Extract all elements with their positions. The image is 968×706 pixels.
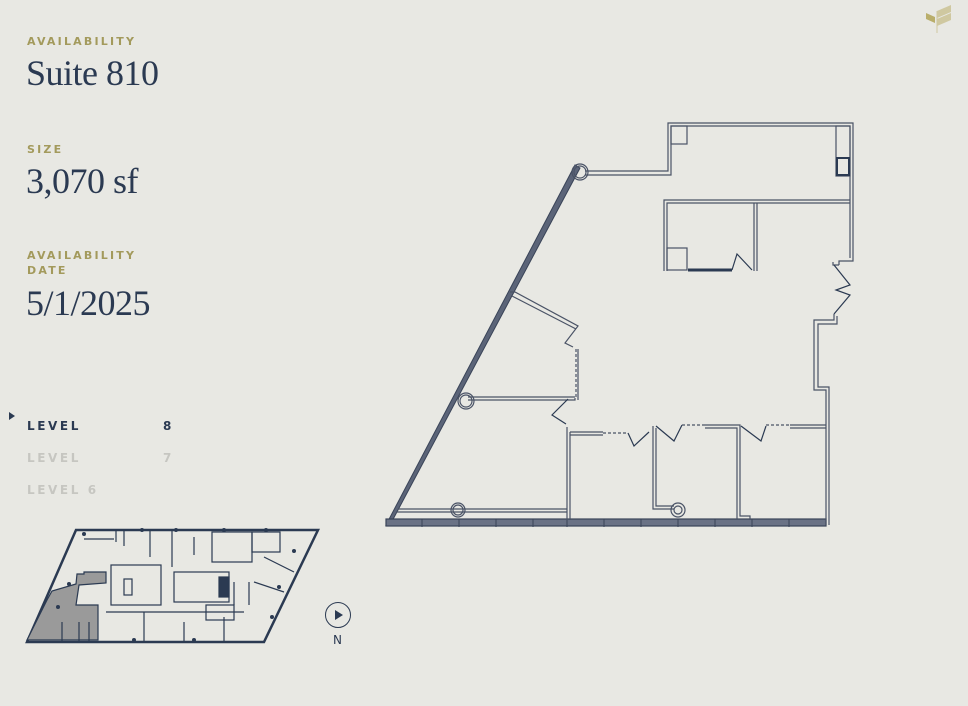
play-triangle-icon [335,610,343,620]
level-label: LEVEL [27,451,81,465]
level-8-item[interactable]: LEVEL 8 [0,412,200,444]
compass-button[interactable] [325,602,351,628]
level-label: LEVEL [27,419,81,433]
suite-size: 3,070 sf [26,161,139,201]
level-selector: LEVEL 8 LEVEL 7 LEVEL 6 [0,412,200,508]
building-minimap[interactable] [24,527,324,647]
availability-date-label-line1: AVAILABILITY [27,249,137,262]
availability-label: AVAILABILITY [27,35,137,48]
brand-logo-icon [926,5,951,33]
level-6-item[interactable]: LEVEL 6 [0,476,200,508]
size-label: SIZE [27,143,64,156]
level-number: 8 [163,419,172,433]
availability-date-label-line2: DATE [27,264,68,277]
availability-date: 5/1/2025 [26,283,151,323]
level-number: 7 [163,451,172,465]
caret-right-icon [9,412,15,420]
level-label: LEVEL 6 [27,483,99,497]
level-7-item[interactable]: LEVEL 7 [0,444,200,476]
suite-name: Suite 810 [26,53,159,93]
availability-date-label: AVAILABILITY DATE [27,248,136,278]
compass-north-label: N [333,633,342,647]
